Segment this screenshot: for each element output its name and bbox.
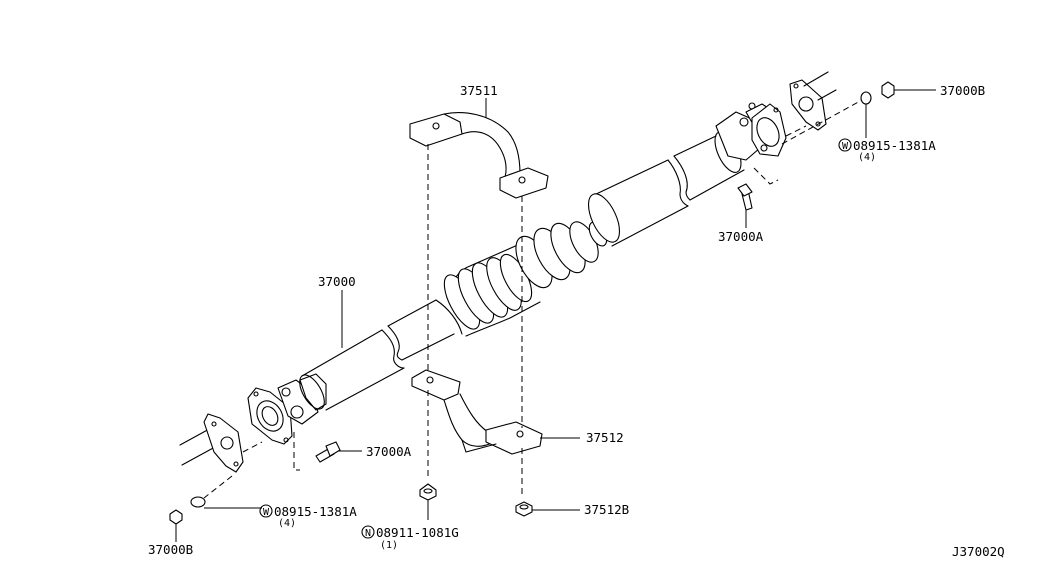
callout-lower-washer: W 08915-1381A (4) <box>259 504 357 529</box>
center-joint-boot <box>443 221 608 337</box>
upper-flange-bolt <box>737 167 779 211</box>
center-hex-nut <box>419 483 437 501</box>
lower-flange-nut <box>169 509 183 525</box>
left-shaft-flange <box>247 387 293 445</box>
upper-flange-washer <box>781 91 872 145</box>
center-nut-prefix: N <box>365 528 371 539</box>
lower-washer-number: 08915-1381A <box>274 504 357 519</box>
center-nut-number: 08911-1081G <box>376 525 459 540</box>
upper-center-bearing-bracket <box>409 112 549 199</box>
label-upper-37000b: 37000B <box>940 83 985 98</box>
lower-flange-bolt <box>293 432 341 471</box>
lower-flange-washer <box>190 475 233 508</box>
label-lower-37000b: 37000B <box>148 542 193 557</box>
lower-washer-prefix: W <box>263 507 270 518</box>
callout-upper-washer: W 08915-1381A (4) <box>838 138 936 163</box>
label-upper-37000a: 37000A <box>718 229 764 244</box>
upper-washer-qty: (4) <box>858 152 876 163</box>
diagram-id: J37002Q <box>952 544 1005 559</box>
bracket-hex-nut <box>515 501 533 517</box>
label-lower-37000a: 37000A <box>366 444 412 459</box>
label-37511: 37511 <box>460 83 498 98</box>
lower-washer-qty: (4) <box>278 518 296 529</box>
left-universal-joint <box>277 373 327 425</box>
right-companion-flange <box>789 71 837 131</box>
upper-flange-nut <box>881 81 895 99</box>
label-37512b: 37512B <box>584 502 629 517</box>
flange-alignment-line <box>242 441 263 453</box>
upper-washer-number: 08915-1381A <box>853 138 936 153</box>
label-37512: 37512 <box>586 430 624 445</box>
right-flange-alignment-line <box>785 125 807 137</box>
lower-center-bearing-bracket <box>411 369 543 455</box>
left-companion-flange <box>203 413 244 473</box>
callout-center-nut: N 08911-1081G (1) <box>361 525 459 551</box>
right-shaft-flange <box>751 103 787 157</box>
rear-shaft-tube <box>587 131 745 247</box>
label-37000: 37000 <box>318 274 356 289</box>
upper-washer-prefix: W <box>842 141 849 152</box>
center-nut-qty: (1) <box>380 540 398 551</box>
